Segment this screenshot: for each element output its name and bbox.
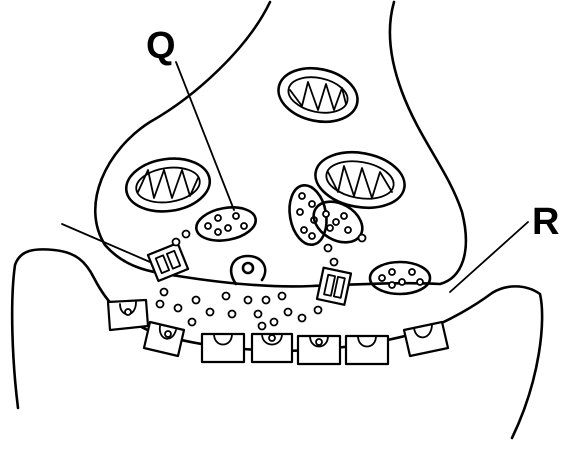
presynaptic-channel-right [317, 268, 351, 305]
exocytosis-vesicle [231, 256, 265, 284]
mitochondrion-1 [273, 61, 362, 128]
mitochondrion-3 [311, 146, 409, 215]
receptor-5 [298, 336, 340, 364]
receptor-2 [144, 322, 184, 356]
receptor-4 [252, 334, 292, 362]
mitochondrion-2 [123, 153, 213, 216]
vesicle-cluster-4 [370, 262, 430, 294]
presynaptic-channel-left [148, 243, 188, 281]
vesicle-cluster-3 [306, 193, 369, 250]
receptor-7 [404, 322, 448, 356]
label-q: Q [146, 25, 176, 67]
vesicle-cluster-q [194, 203, 259, 245]
r-leader-line [450, 222, 528, 292]
receptor-6 [346, 336, 388, 364]
receptor-3 [202, 334, 244, 362]
receptor-1 [108, 300, 148, 330]
label-r: R [532, 201, 559, 243]
